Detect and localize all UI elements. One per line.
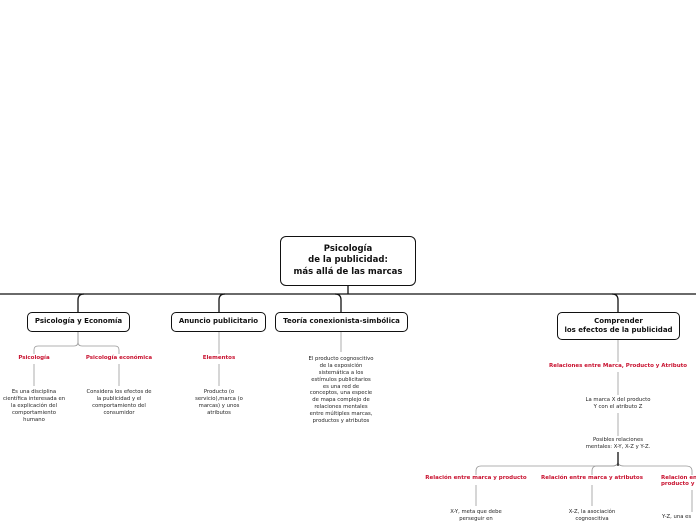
subtopic-elementos[interactable]: Elementos [202, 355, 236, 361]
note-marca-x: La marca X del producto Y con el atribut… [585, 397, 651, 410]
subtopic-psicologia-economica[interactable]: Psicología económica [85, 355, 153, 361]
note-relacion-y-z: Y-Z, una es [662, 514, 692, 520]
subtopic-relaciones-marca-producto-atributo[interactable]: Relaciones entre Marca, Producto y Atrib… [548, 363, 688, 369]
note-elementos: Producto (o servicio),marca (o marcas) y… [195, 389, 243, 416]
central-topic[interactable]: Psicología de la publicidad: más allá de… [280, 236, 416, 286]
subtopic-relacion-marca-producto[interactable]: Relación entre marca y producto [425, 475, 527, 481]
subtopic-relacion-marca-atributos[interactable]: Relación entre marca y atributos [541, 475, 643, 481]
subtopic-psicologia[interactable]: Psicología [18, 355, 50, 361]
topic-anuncio-publicitario[interactable]: Anuncio publicitario [171, 312, 266, 332]
topic-psicologia-economia[interactable]: Psicología y Economía [27, 312, 130, 332]
note-psicologia-economica: Considera los efectos de la publicidad y… [86, 389, 152, 416]
subtopic-relacion-producto-atributo[interactable]: Relación entre producto y atributo [661, 475, 696, 487]
note-teoria-conexionista: El producto cognoscitivo de la exposició… [308, 356, 374, 424]
topic-teoria-conexionista[interactable]: Teoría conexionista-simbólica [275, 312, 408, 332]
note-psicologia: Es una disciplina científica interesada … [2, 389, 66, 423]
topic-comprender-efectos[interactable]: Comprender los efectos de la publicidad [557, 312, 680, 340]
note-relacion-x-y: X-Y, meta que debe perseguir en [450, 509, 502, 522]
note-posibles-relaciones: Posibles relaciones mentales: X-Y, X-Z y… [585, 437, 651, 450]
note-relacion-x-z: X-Z, la asociación cognoscitiva [568, 509, 616, 522]
